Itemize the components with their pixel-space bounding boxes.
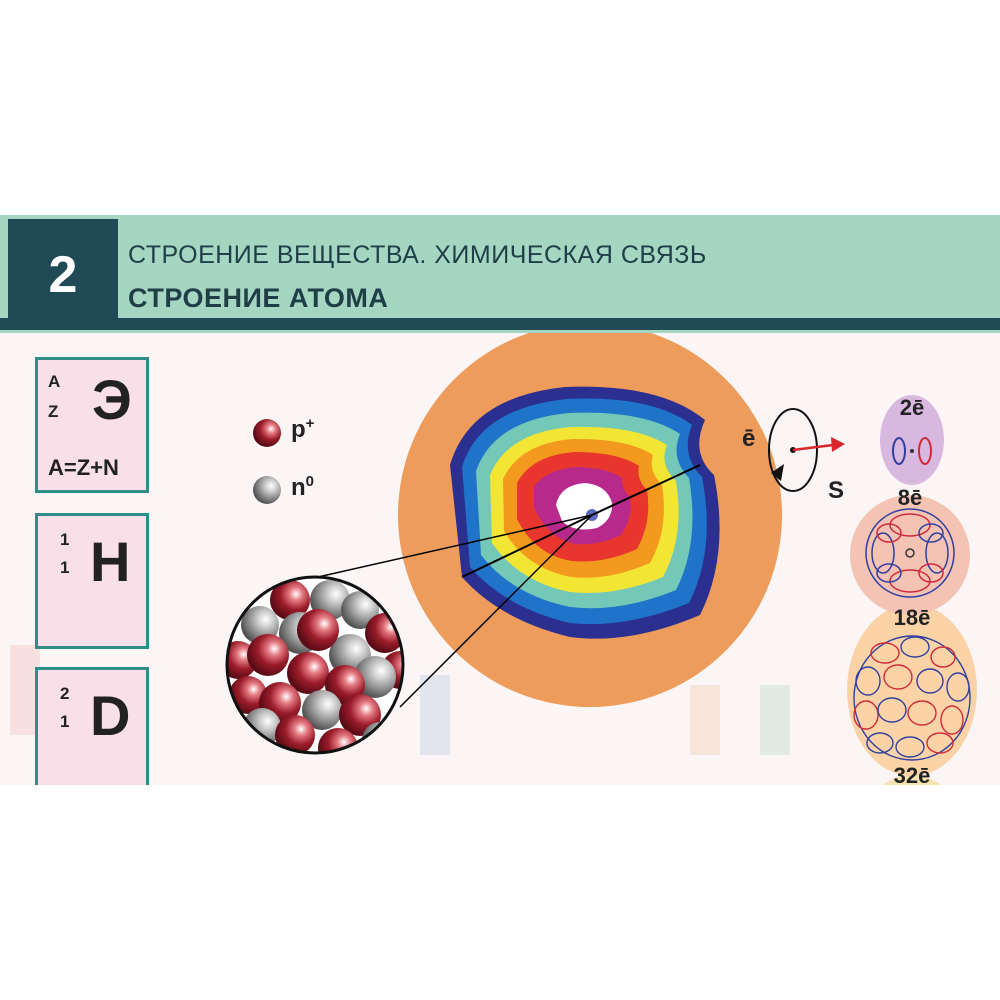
nucleus-magnified — [225, 575, 405, 755]
shell-label-2: 8ē — [897, 485, 923, 510]
proton-ball-icon — [253, 419, 281, 447]
shell-label-1: 2ē — [899, 395, 925, 420]
shell-label-4: 32ē — [893, 763, 931, 785]
proton-label: p+ — [291, 415, 314, 444]
header-underline — [0, 318, 1000, 330]
poster: 2 СТРОЕНИЕ ВЕЩЕСТВА. ХИМИЧЕСКАЯ СВЯЗЬ СТ… — [0, 215, 1000, 785]
element-symbol: H — [90, 530, 131, 593]
atom-shell-layers — [450, 386, 720, 639]
atom-diagram — [10, 323, 977, 785]
atomic-number: 1 — [60, 712, 70, 731]
neutron-ball-icon — [253, 476, 281, 504]
zoom-line-bottom — [399, 514, 593, 708]
shell-label-3: 18ē — [893, 605, 931, 630]
proton-charge: + — [305, 415, 315, 432]
neutron-charge: 0 — [305, 473, 315, 490]
spin-label: S — [828, 477, 845, 504]
mass-formula: A=Z+N — [48, 455, 119, 480]
proton-symbol: p — [291, 416, 306, 443]
atomic-number: Z — [48, 402, 59, 421]
atomic-number: 1 — [60, 558, 70, 577]
electron-shells — [847, 395, 977, 785]
mass-number: 2 — [60, 684, 70, 703]
card-hydrogen: 1 1 H — [35, 513, 149, 649]
element-symbol: Э — [92, 368, 132, 431]
mass-number: 1 — [60, 530, 70, 549]
zoom-line-top — [317, 514, 593, 578]
element-symbol: D — [90, 684, 131, 747]
neutron-symbol: n — [291, 474, 306, 501]
card-generic-element: A Z Э A=Z+N — [35, 357, 149, 493]
neutron-label: n0 — [291, 473, 314, 502]
electron-label: ē — [742, 425, 756, 452]
electron-spin-icon — [768, 408, 845, 492]
page-title: СТРОЕНИЕ АТОМА — [128, 283, 389, 313]
section-subtitle: СТРОЕНИЕ ВЕЩЕСТВА. ХИМИЧЕСКАЯ СВЯЗЬ — [128, 241, 707, 269]
mass-number: A — [48, 372, 61, 391]
card-deuterium: 2 1 D — [35, 667, 149, 785]
watermark-decoration — [10, 645, 790, 755]
header-bar — [0, 215, 1000, 333]
section-number-badge: 2 — [8, 219, 118, 330]
